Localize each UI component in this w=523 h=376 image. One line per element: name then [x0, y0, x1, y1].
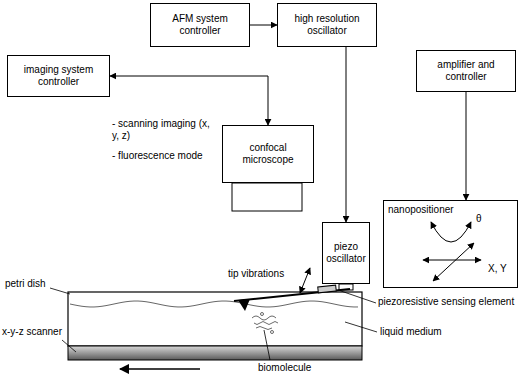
drawing-part — [261, 313, 264, 316]
mode-note: - scanning imaging (x, y, z) — [112, 118, 218, 142]
mode-note: - fluorescence mode — [112, 150, 218, 162]
signal-connector — [346, 47, 347, 222]
drawing-part — [62, 340, 76, 352]
part-label: tip vibrations — [228, 268, 308, 280]
drawing-part — [433, 243, 474, 281]
objective-lens — [232, 183, 302, 211]
drawing-part — [431, 222, 471, 242]
microscope-box: confocal microscope — [222, 125, 314, 183]
scan-arrow — [120, 368, 200, 370]
nanopositioner-box: nanopositioner θ X, Y — [383, 200, 518, 288]
drawing-part — [252, 316, 276, 320]
controller-box: AFM system controller — [150, 3, 250, 47]
drawing-part — [345, 322, 377, 332]
vibration-arrow — [300, 268, 310, 293]
afm-tip — [238, 299, 250, 311]
leader-lines — [50, 288, 377, 360]
xyz-scanner — [68, 346, 362, 360]
node-text: θ — [476, 213, 482, 225]
node-text: confocal microscope — [226, 142, 310, 166]
piezoresistive-element — [318, 285, 337, 293]
controller-box: amplifier and controller — [416, 50, 516, 92]
node-text: imaging system controller — [11, 64, 106, 88]
part-label: biomolecule — [258, 362, 328, 374]
node-text: X, Y — [488, 263, 507, 275]
biomolecule-shape — [252, 313, 278, 334]
piezo-box: piezo oscillator — [322, 222, 370, 284]
node-text: high resolution oscillator — [281, 13, 373, 37]
drawing-part — [264, 330, 270, 360]
drawing-part — [254, 322, 278, 325]
part-label: piezoresistive sensing element — [378, 296, 518, 308]
signal-connector — [466, 92, 467, 200]
oscillator-box: high resolution oscillator — [277, 3, 377, 47]
drawing-part — [50, 288, 70, 294]
drawing-part — [423, 260, 481, 261]
controller-box: imaging system controller — [7, 55, 110, 97]
node-text: AFM system controller — [154, 13, 246, 37]
part-label: x-y-z scanner — [2, 326, 66, 338]
drawing-part — [256, 327, 272, 330]
part-label: liquid medium — [380, 326, 470, 338]
signal-connector — [110, 76, 268, 125]
part-label: petri dish — [5, 278, 75, 290]
node-text: nanopositioner — [388, 204, 454, 216]
liquid-surface — [70, 301, 358, 307]
drawing-part — [338, 290, 376, 303]
node-text: amplifier and controller — [420, 59, 512, 83]
petri-dish — [68, 292, 362, 346]
signal-connector — [250, 25, 277, 26]
nanopositioner-symbols — [423, 222, 481, 281]
drawing-part — [271, 331, 274, 334]
node-text: piezo oscillator — [326, 241, 366, 265]
